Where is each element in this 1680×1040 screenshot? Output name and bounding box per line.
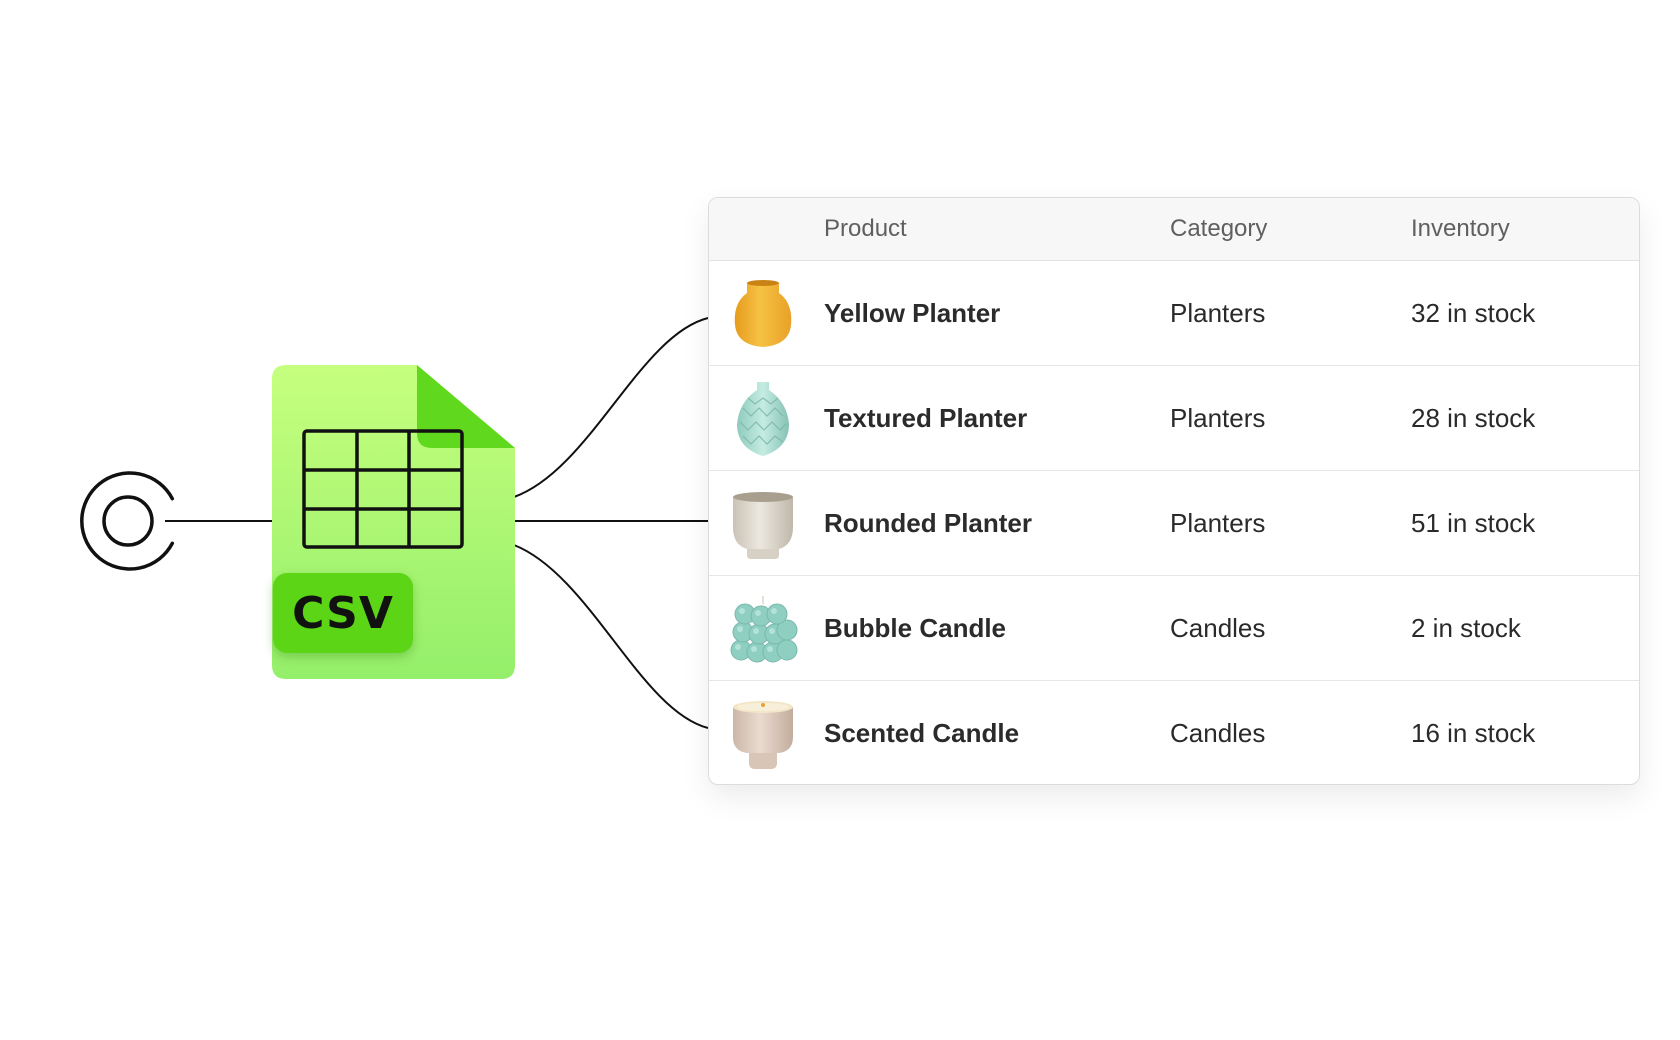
table-row[interactable]: Rounded Planter Planters 51 in stock — [709, 471, 1639, 576]
product-inventory: 51 in stock — [1411, 508, 1536, 538]
spreadsheet-grid-icon — [302, 429, 464, 549]
scented-candle-image — [733, 701, 793, 769]
product-name: Bubble Candle — [824, 613, 1007, 643]
rounded-planter-image — [733, 492, 793, 559]
column-header-category[interactable]: Category — [1170, 215, 1268, 242]
product-name: Scented Candle — [824, 718, 1020, 748]
csv-badge: CSV — [273, 573, 413, 653]
column-header-inventory[interactable]: Inventory — [1411, 215, 1510, 242]
product-category: Planters — [1170, 403, 1266, 433]
table-row[interactable]: Bubble Candle Candles 2 in stock — [709, 576, 1639, 681]
table-row[interactable]: Scented Candle Candles 16 in stock — [709, 681, 1639, 784]
bubble-candle-image — [730, 596, 798, 663]
connector-row-1 — [513, 317, 709, 498]
yellow-planter-image — [734, 280, 792, 347]
product-category: Candles — [1170, 718, 1266, 748]
product-category: Planters — [1170, 508, 1266, 538]
textured-planter-image — [737, 382, 789, 456]
product-inventory: 16 in stock — [1411, 718, 1536, 748]
product-table: Product Category Inventory Yellow Plante… — [708, 197, 1640, 785]
product-name: Rounded Planter — [824, 508, 1033, 538]
connector-row-5 — [513, 544, 709, 729]
product-name: Textured Planter — [824, 403, 1028, 433]
product-category: Planters — [1170, 298, 1266, 328]
product-inventory: 2 in stock — [1411, 613, 1521, 643]
column-header-product[interactable]: Product — [824, 215, 907, 242]
target-icon — [80, 471, 175, 571]
table-row[interactable]: Textured Planter Planters 28 in stock — [709, 366, 1639, 471]
table-header: Product Category Inventory — [709, 198, 1639, 261]
product-name: Yellow Planter — [824, 298, 1001, 328]
product-category: Candles — [1170, 613, 1266, 643]
table-row[interactable]: Yellow Planter Planters 32 in stock — [709, 261, 1639, 366]
product-inventory: 32 in stock — [1411, 298, 1536, 328]
product-inventory: 28 in stock — [1411, 403, 1536, 433]
